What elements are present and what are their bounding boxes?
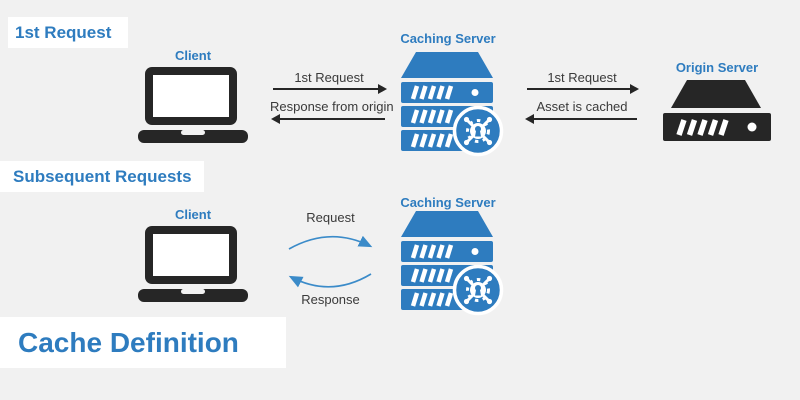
first-request-header-box: 1st Request	[8, 17, 128, 48]
arrow-label-client-to-cache: 1st Request	[294, 70, 364, 85]
caching-server-2-label: Caching Server	[400, 195, 496, 210]
caching-server-1-label: Caching Server	[400, 31, 496, 46]
client-2-label: Client	[174, 207, 212, 222]
first-request-header: 1st Request	[15, 22, 112, 42]
rack-server-icon	[663, 80, 771, 141]
arrow-label-cache-to-client: Response from origin	[270, 99, 394, 114]
page-title-box: Cache Definition	[0, 317, 286, 368]
arrow-right-icon	[527, 84, 639, 94]
arrow-label-request: Request	[306, 210, 355, 225]
arrow-left-icon	[525, 114, 637, 124]
arrow-label-cache-to-origin: 1st Request	[547, 70, 617, 85]
arrow-label-origin-to-cache: Asset is cached	[536, 99, 628, 114]
page-title: Cache Definition	[18, 326, 239, 358]
arrow-left-icon	[271, 114, 385, 124]
curved-arrows-icon	[288, 235, 373, 288]
cache-gear-badge-icon	[452, 264, 504, 316]
server-stack-icon	[401, 52, 504, 157]
laptop-icon	[138, 67, 248, 143]
cache-gear-badge-icon	[452, 105, 504, 157]
arrow-label-response: Response	[301, 292, 360, 307]
arrow-right-icon	[273, 84, 387, 94]
subsequent-requests-header: Subsequent Requests	[13, 166, 192, 186]
subsequent-requests-header-box: Subsequent Requests	[0, 161, 204, 192]
curved-arrow-request-icon	[288, 235, 373, 250]
laptop-icon	[138, 226, 248, 302]
client-1-label: Client	[174, 48, 212, 63]
server-stack-icon	[401, 211, 504, 316]
curved-arrow-response-icon	[288, 273, 372, 288]
origin-server-label: Origin Server	[675, 60, 759, 75]
